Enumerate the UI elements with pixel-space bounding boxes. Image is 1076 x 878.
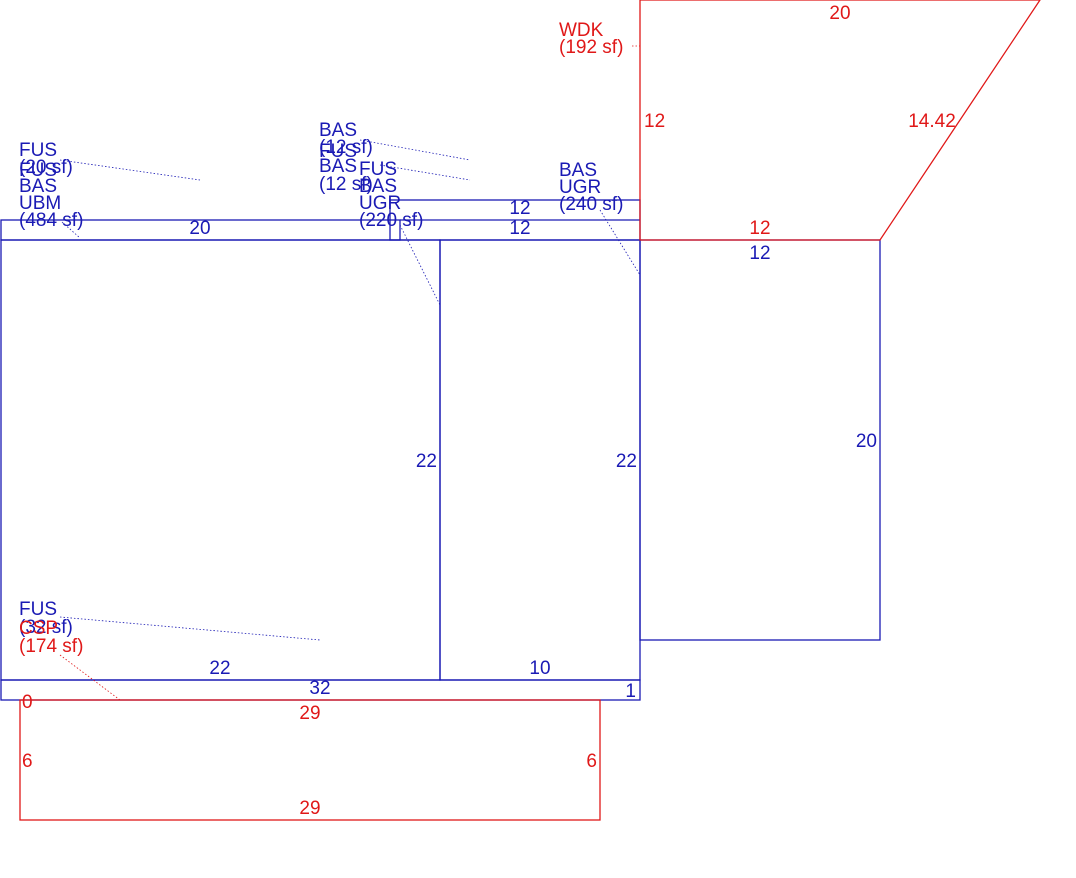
- dim-center-bottom: 10: [529, 658, 550, 679]
- leader-ugr-center: [399, 224, 441, 306]
- leader-ugr-right: [599, 209, 641, 276]
- leader-fus-top-left: [59, 159, 201, 181]
- dimension-labels: 20 12 14.42 12 12 20 20 12 12 22 22 22 1…: [22, 3, 956, 819]
- bas-center-mid-code-label: BAS: [319, 156, 357, 177]
- ubm-room: [0, 239, 441, 681]
- dim-right-bay-side: 20: [856, 431, 877, 452]
- fus-top-left-overlap-label: FUS: [19, 160, 57, 181]
- dim-wdk-top: 20: [829, 3, 850, 24]
- exterior-outlines: [19, 0, 1041, 821]
- dim-right-bay-top: 12: [749, 243, 770, 264]
- bas-ugr-center-type-label: UGR: [359, 193, 401, 214]
- fus-bottom-area-label: (32 sf): [19, 617, 73, 638]
- dim-csp-left-top: 0: [22, 692, 33, 713]
- fus-center-overlap-label: FUS: [319, 141, 357, 162]
- bas-ugr-center-area-label: (220 sf): [359, 210, 423, 231]
- bas-center-top-area-label: (12 sf): [319, 137, 373, 158]
- leader-ubm: [61, 221, 81, 239]
- leader-fus-bottom: [59, 616, 321, 641]
- leader-csp: [59, 654, 121, 701]
- dim-strip-top: 12: [509, 198, 530, 219]
- wdk-code-label: WDK: [559, 20, 604, 41]
- dim-wdk-bottom: 12: [749, 218, 770, 239]
- leader-lines: [59, 45, 642, 701]
- bas-ubm-code-label: BAS: [19, 176, 57, 197]
- csp-area-label: (174 sf): [19, 636, 83, 657]
- dim-wdk-left: 12: [644, 111, 665, 132]
- bas-ugr-right-type-label: UGR: [559, 177, 601, 198]
- dim-csp-left: 6: [22, 751, 33, 772]
- fus-top-left-area-label: (20 sf): [19, 157, 73, 178]
- wdk-deck: [639, 0, 1041, 241]
- csp-patio: [19, 699, 601, 821]
- wdk-area-label: (192 sf): [559, 37, 623, 58]
- dim-fus-strip-right: 1: [625, 681, 636, 702]
- leader-bas-center-mid: [379, 164, 471, 181]
- area-labels: WDK (192 sf) FUS (20 sf) FUS BAS UBM (48…: [19, 20, 623, 657]
- bas-ugr-right-area-label: (240 sf): [559, 194, 623, 215]
- bas-ubm-type-label: UBM: [19, 193, 61, 214]
- fus-top-left-code-label: FUS: [19, 140, 57, 161]
- dim-ubm-top: 20: [189, 218, 210, 239]
- fus-center-code-label: FUS: [359, 159, 397, 180]
- csp-code-label: CSP: [19, 618, 58, 639]
- dim-strip-bottom: 12: [509, 218, 530, 239]
- building-outlines: [0, 199, 881, 701]
- bas-ugr-center-code-label: BAS: [359, 176, 397, 197]
- bas-ugr-right-code-label: BAS: [559, 160, 597, 181]
- dim-csp-top: 29: [299, 703, 320, 724]
- dim-fus-strip-bottom: 32: [309, 678, 330, 699]
- dim-wdk-diagonal: 14.42: [908, 111, 956, 132]
- dim-ubm-right: 22: [416, 451, 437, 472]
- dim-ubm-bottom: 22: [209, 658, 230, 679]
- dim-csp-right: 6: [586, 751, 597, 772]
- leader-bas-center-top: [359, 139, 471, 161]
- dim-center-right: 22: [616, 451, 637, 472]
- ugr-right-room: [639, 239, 881, 641]
- ugr-center-room: [439, 239, 641, 681]
- bas-ubm-area-label: (484 sf): [19, 210, 83, 231]
- bas-center-mid-area-label: (12 sf): [319, 174, 373, 195]
- fus-bottom-code-label: FUS: [19, 599, 57, 620]
- dim-csp-bottom: 29: [299, 798, 320, 819]
- bas-center-top-code-label: BAS: [319, 120, 357, 141]
